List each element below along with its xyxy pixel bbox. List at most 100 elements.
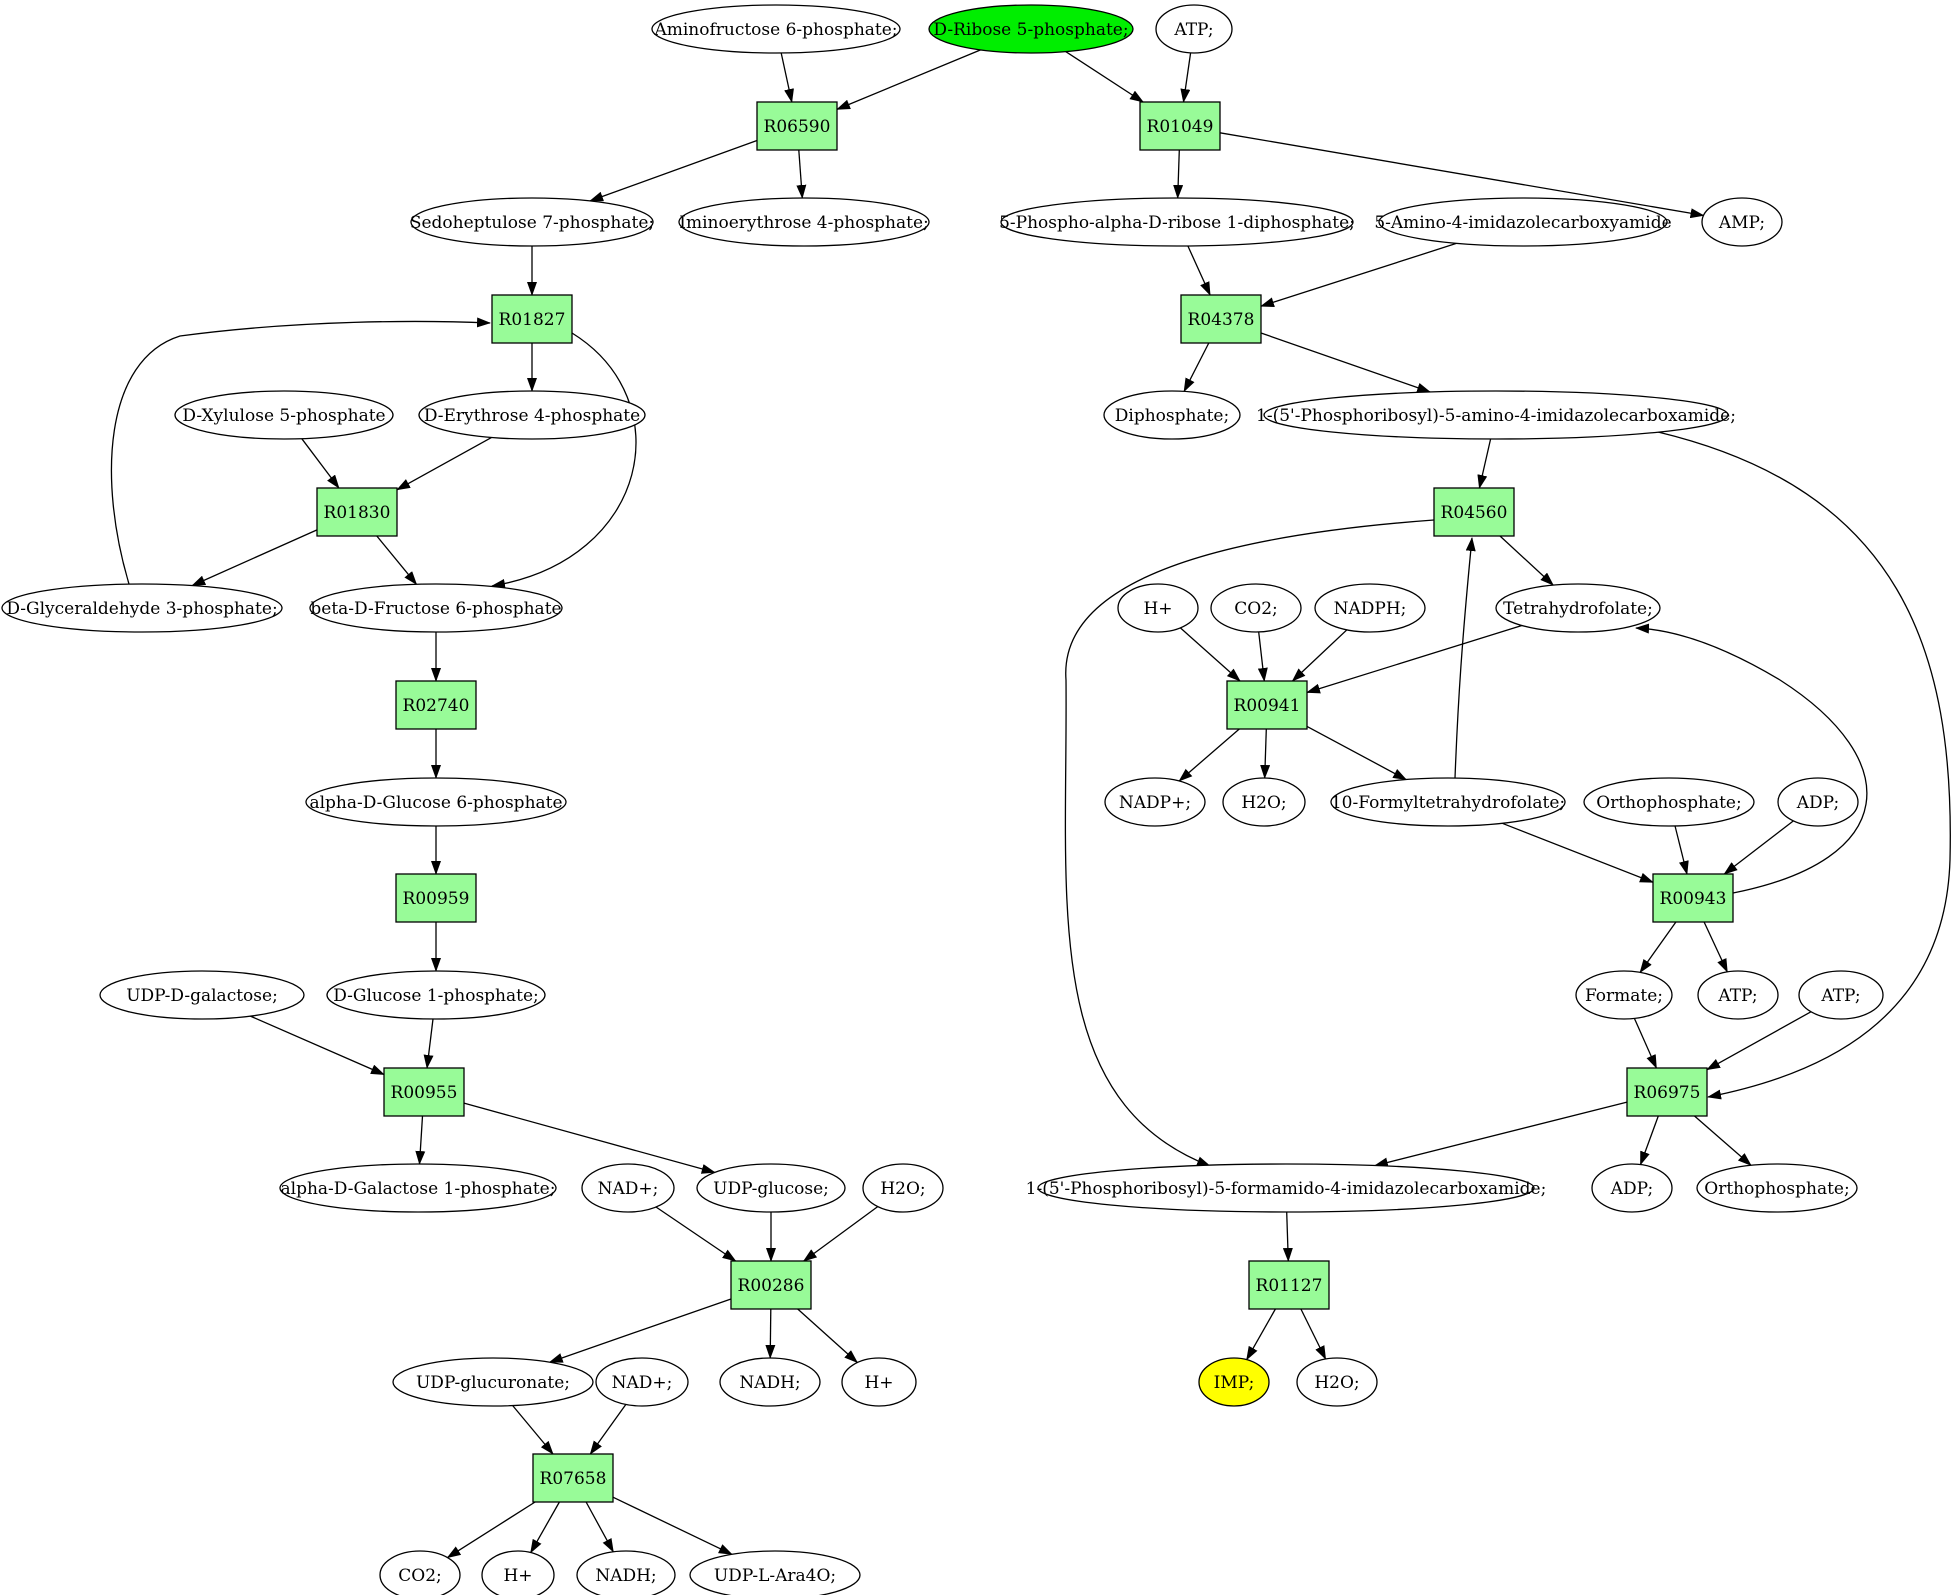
metabolite-node-m20[interactable]: NADP+;: [1104, 777, 1206, 827]
node-layer: Aminofructose 6-phosphate; D-Ribose 5-pho…: [1, 4, 1884, 1595]
edge-R00955-to-m30: [415, 1115, 426, 1165]
metabolite-node-m3[interactable]: ATP;: [1155, 4, 1233, 54]
reaction-node-r00941[interactable]: R00941: [1226, 680, 1308, 730]
metabolite-node-m1[interactable]: Aminofructose 6-phosphate;: [651, 4, 901, 54]
metabolite-node-m26[interactable]: D-Glucose 1-phosphate;: [326, 970, 546, 1020]
metabolite-node-m19[interactable]: alpha-D-Glucose 6-phosphate: [305, 777, 567, 827]
metabolite-node-m6[interactable]: 5-Phospho-alpha-D-ribose 1-diphosphate;: [999, 197, 1355, 247]
edge-m1-to-R06590: [780, 52, 794, 103]
metabolite-node-m42[interactable]: H2O;: [1296, 1357, 1378, 1407]
metabolite-node-m13[interactable]: D-Glyceraldehyde 3-phosphate;: [1, 583, 283, 633]
edge-m12-to-R06975: [1657, 431, 1951, 1100]
metabolite-node-m44[interactable]: H+: [481, 1550, 555, 1595]
edge-R06590-to-m4: [589, 139, 758, 202]
metabolite-ellipse: [1697, 970, 1779, 1020]
metabolite-label: alpha-D-Glucose 6-phosphate: [309, 793, 562, 813]
edge-R00286-to-m40: [797, 1308, 859, 1364]
metabolite-label: H2O;: [1314, 1373, 1359, 1393]
reaction-node-r04560[interactable]: R04560: [1433, 487, 1515, 537]
metabolite-node-m10[interactable]: D-Erythrose 4-phosphate: [418, 390, 646, 440]
metabolite-node-m40[interactable]: H+: [841, 1357, 917, 1407]
edge-R04560-to-m18: [1499, 535, 1554, 586]
metabolite-ellipse: [418, 390, 646, 440]
metabolite-node-m32[interactable]: UDP-glucose;: [696, 1163, 846, 1213]
metabolite-label: 1-(5'-Phosphoribosyl)-5-amino-4-imidazol…: [1256, 406, 1736, 426]
metabolite-node-m11[interactable]: Diphosphate;: [1103, 390, 1241, 440]
metabolite-node-m41[interactable]: IMP;: [1198, 1357, 1270, 1407]
edge-m16-to-R00941: [1257, 631, 1268, 682]
reaction-node-r01827[interactable]: R01827: [491, 294, 573, 344]
reaction-node-r01049[interactable]: R01049: [1139, 101, 1221, 151]
metabolite-node-m43[interactable]: CO2;: [379, 1550, 461, 1595]
edge-m24-to-R00943: [1723, 820, 1794, 875]
metabolite-node-m34[interactable]: 1-(5'-Phosphoribosyl)-5-formamido-4-imid…: [1026, 1163, 1547, 1213]
metabolite-node-m39[interactable]: NADH;: [719, 1357, 821, 1407]
edge-m3-to-R01049: [1180, 52, 1192, 103]
metabolite-node-m12[interactable]: 1-(5'-Phosphoribosyl)-5-amino-4-imidazol…: [1256, 390, 1736, 440]
edge-m13-to-R01827: [110, 317, 491, 585]
reaction-node-r00943[interactable]: R00943: [1652, 873, 1734, 923]
metabolite-label: CO2;: [1234, 599, 1278, 619]
metabolite-node-m5[interactable]: Iminoerythrose 4-phosphate;: [678, 197, 930, 247]
edge-m34-to-R01127: [1282, 1211, 1293, 1262]
metabolite-node-m35[interactable]: ADP;: [1591, 1163, 1673, 1213]
metabolite-node-m4[interactable]: Sedoheptulose 7-phosphate;: [410, 197, 654, 247]
metabolite-node-m18[interactable]: Tetrahydrofolate;: [1495, 583, 1661, 633]
metabolite-label: Orthophosphate;: [1596, 793, 1741, 813]
reaction-node-r06590[interactable]: R06590: [756, 101, 838, 151]
metabolite-ellipse: [174, 390, 394, 440]
metabolite-node-m25[interactable]: UDP-D-galactose;: [99, 970, 305, 1020]
metabolite-node-m17[interactable]: NADPH;: [1314, 583, 1426, 633]
metabolite-node-m38[interactable]: NAD+;: [595, 1357, 689, 1407]
metabolite-node-m33[interactable]: H2O;: [862, 1163, 944, 1213]
metabolite-node-m28[interactable]: ATP;: [1697, 970, 1779, 1020]
reaction-node-r04378[interactable]: R04378: [1180, 294, 1262, 344]
reaction-label: R00955: [391, 1083, 458, 1103]
metabolite-node-m29[interactable]: ATP;: [1798, 970, 1884, 1020]
metabolite-ellipse: [309, 583, 563, 633]
metabolite-node-m23[interactable]: Orthophosphate;: [1583, 777, 1755, 827]
reaction-node-r02740[interactable]: R02740: [395, 680, 477, 730]
metabolite-label: 1-(5'-Phosphoribosyl)-5-formamido-4-imid…: [1026, 1179, 1547, 1199]
metabolite-node-m21[interactable]: H2O;: [1222, 777, 1306, 827]
metabolite-node-m45[interactable]: NADH;: [576, 1550, 676, 1595]
metabolite-ellipse: [279, 1163, 557, 1213]
metabolite-ellipse: [581, 1163, 675, 1213]
reaction-node-r06975[interactable]: R06975: [1626, 1067, 1708, 1117]
edge-R01049-to-m6: [1173, 149, 1184, 199]
metabolite-node-m7[interactable]: 5-Amino-4-imidazolecarboxyamide: [1374, 197, 1672, 247]
metabolite-node-m46[interactable]: UDP-L-Ara4O;: [689, 1550, 861, 1595]
edge-R01830-to-m14: [376, 535, 418, 586]
reaction-node-r00955[interactable]: R00955: [383, 1067, 465, 1117]
metabolite-label: ADP;: [1610, 1179, 1653, 1199]
metabolite-node-m15[interactable]: H+: [1117, 583, 1199, 633]
metabolite-ellipse: [1591, 1163, 1673, 1213]
edge-R07658-to-m44: [530, 1501, 560, 1554]
metabolite-node-m30[interactable]: alpha-D-Galactose 1-phosphate;: [279, 1163, 557, 1213]
metabolite-node-m16[interactable]: CO2;: [1210, 583, 1302, 633]
metabolite-node-m27[interactable]: Formate;: [1575, 970, 1673, 1020]
reaction-node-r01127[interactable]: R01127: [1248, 1260, 1330, 1310]
reaction-box: [1248, 1260, 1330, 1310]
metabolite-node-m9[interactable]: D-Xylulose 5-phosphate: [174, 390, 394, 440]
metabolite-node-m2[interactable]: D-Ribose 5-phosphate;: [928, 4, 1134, 54]
metabolite-node-m14[interactable]: beta-D-Fructose 6-phosphate: [309, 583, 563, 633]
reaction-box: [1652, 873, 1734, 923]
metabolite-node-m8[interactable]: AMP;: [1701, 197, 1783, 247]
metabolite-label: 5-Phospho-alpha-D-ribose 1-diphosphate;: [999, 213, 1355, 233]
reaction-node-r07658[interactable]: R07658: [532, 1453, 614, 1503]
reaction-node-r00286[interactable]: R00286: [730, 1260, 812, 1310]
metabolite-node-m37[interactable]: UDP-glucuronate;: [392, 1357, 594, 1407]
metabolite-node-m24[interactable]: ADP;: [1777, 777, 1859, 827]
reaction-box: [491, 294, 573, 344]
metabolite-node-m31[interactable]: NAD+;: [581, 1163, 675, 1213]
metabolite-label: UDP-D-galactose;: [126, 986, 278, 1006]
metabolite-node-m22[interactable]: 10-Formyltetrahydrofolate;: [1330, 777, 1566, 827]
metabolite-node-m36[interactable]: Orthophosphate;: [1696, 1163, 1858, 1213]
edge-R04560-to-m34: [1064, 519, 1435, 1167]
metabolite-ellipse: [862, 1163, 944, 1213]
metabolite-ellipse: [1104, 777, 1206, 827]
reaction-node-r01830[interactable]: R01830: [316, 487, 398, 537]
reaction-node-r00959[interactable]: R00959: [395, 873, 477, 923]
